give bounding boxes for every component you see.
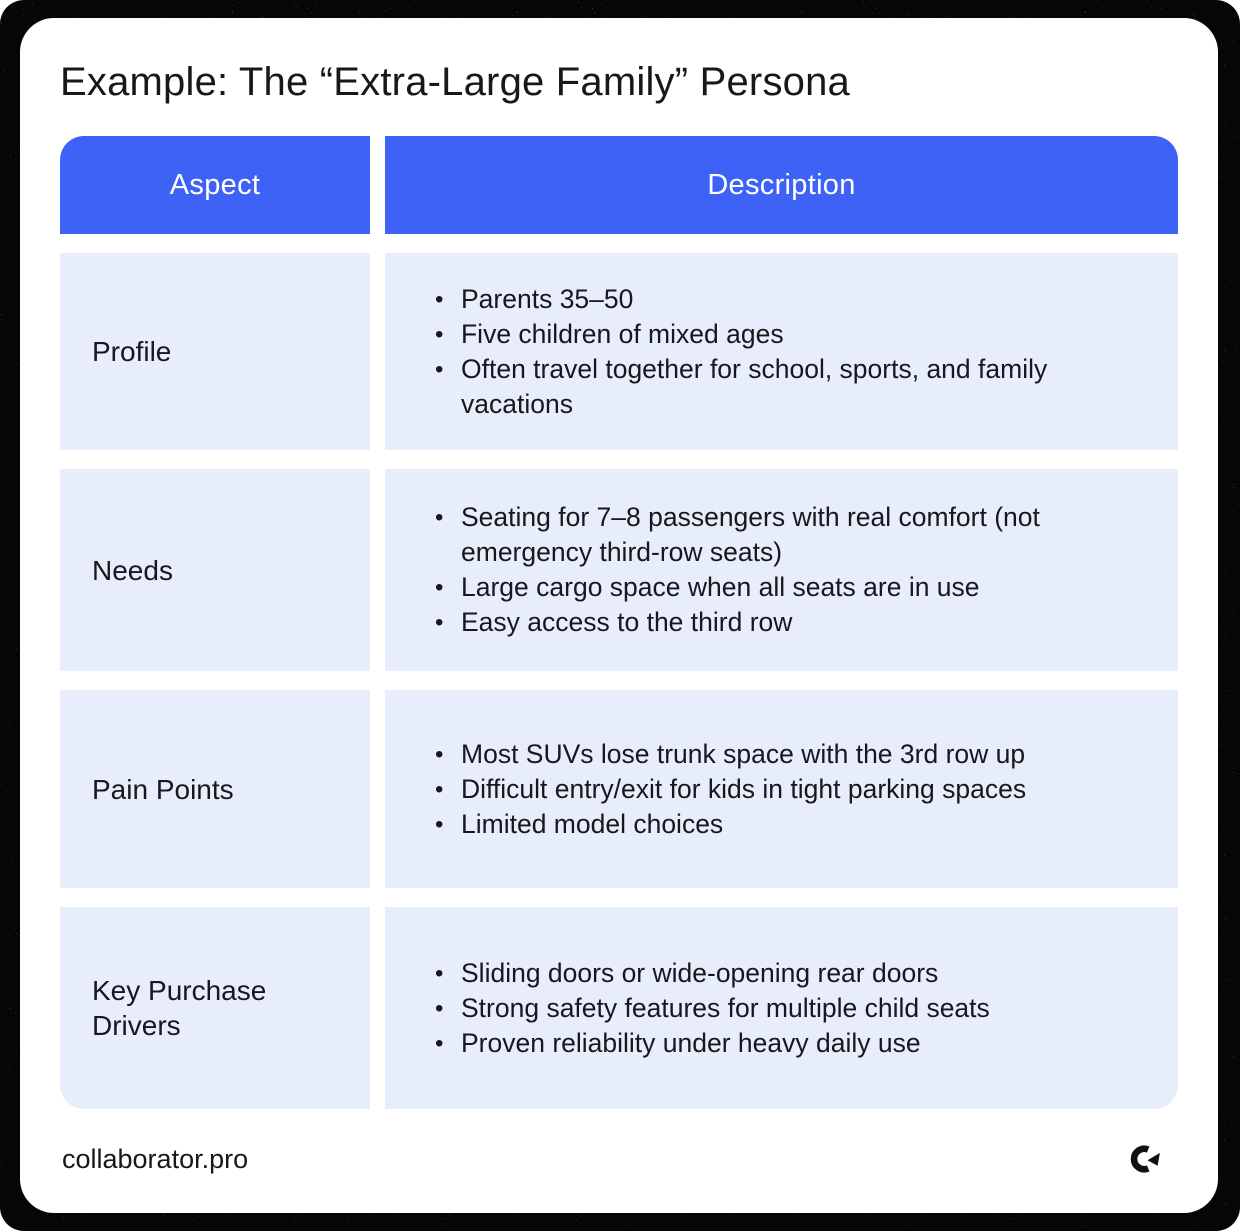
- bullet-item: Strong safety features for multiple chil…: [433, 991, 1134, 1026]
- bullet-item: Sliding doors or wide-opening rear doors: [433, 956, 1134, 991]
- collaborator-c-arrow-logo-icon: [1130, 1145, 1160, 1173]
- description-cell-key-purchase-drivers: Sliding doors or wide-opening rear doors…: [385, 907, 1178, 1109]
- bullet-item: Limited model choices: [433, 807, 1134, 842]
- footer: collaborator.pro: [62, 1141, 1162, 1177]
- column-header-description: Description: [385, 136, 1178, 234]
- column-header-aspect: Aspect: [60, 136, 370, 234]
- bullet-list: Most SUVs lose trunk space with the 3rd …: [385, 737, 1134, 842]
- bullet-item: Easy access to the third row: [433, 605, 1134, 640]
- description-cell-needs: Seating for 7–8 passengers with real com…: [385, 469, 1178, 671]
- aspect-cell-needs: Needs: [60, 469, 370, 671]
- bullet-item: Often travel together for school, sports…: [433, 352, 1134, 422]
- aspect-cell-pain-points: Pain Points: [60, 690, 370, 888]
- bullet-item: Proven reliability under heavy daily use: [433, 1026, 1134, 1061]
- bullet-item: Seating for 7–8 passengers with real com…: [433, 500, 1134, 570]
- site-name: collaborator.pro: [62, 1143, 249, 1174]
- persona-table: Aspect Description Profile Parents 35–50…: [60, 136, 1178, 1109]
- description-cell-pain-points: Most SUVs lose trunk space with the 3rd …: [385, 690, 1178, 888]
- bullet-list: Parents 35–50 Five children of mixed age…: [385, 282, 1134, 422]
- bullet-list: Sliding doors or wide-opening rear doors…: [385, 956, 1134, 1061]
- bullet-item: Difficult entry/exit for kids in tight p…: [433, 772, 1134, 807]
- page-title: Example: The “Extra-Large Family” Person…: [60, 60, 850, 104]
- bullet-item: Five children of mixed ages: [433, 317, 1134, 352]
- bullet-list: Seating for 7–8 passengers with real com…: [385, 500, 1134, 640]
- bullet-item: Large cargo space when all seats are in …: [433, 570, 1134, 605]
- aspect-cell-key-purchase-drivers: Key Purchase Drivers: [60, 907, 370, 1109]
- aspect-cell-profile: Profile: [60, 253, 370, 450]
- bullet-item: Parents 35–50: [433, 282, 1134, 317]
- content-card: Example: The “Extra-Large Family” Person…: [20, 18, 1218, 1213]
- description-cell-profile: Parents 35–50 Five children of mixed age…: [385, 253, 1178, 450]
- bullet-item: Most SUVs lose trunk space with the 3rd …: [433, 737, 1134, 772]
